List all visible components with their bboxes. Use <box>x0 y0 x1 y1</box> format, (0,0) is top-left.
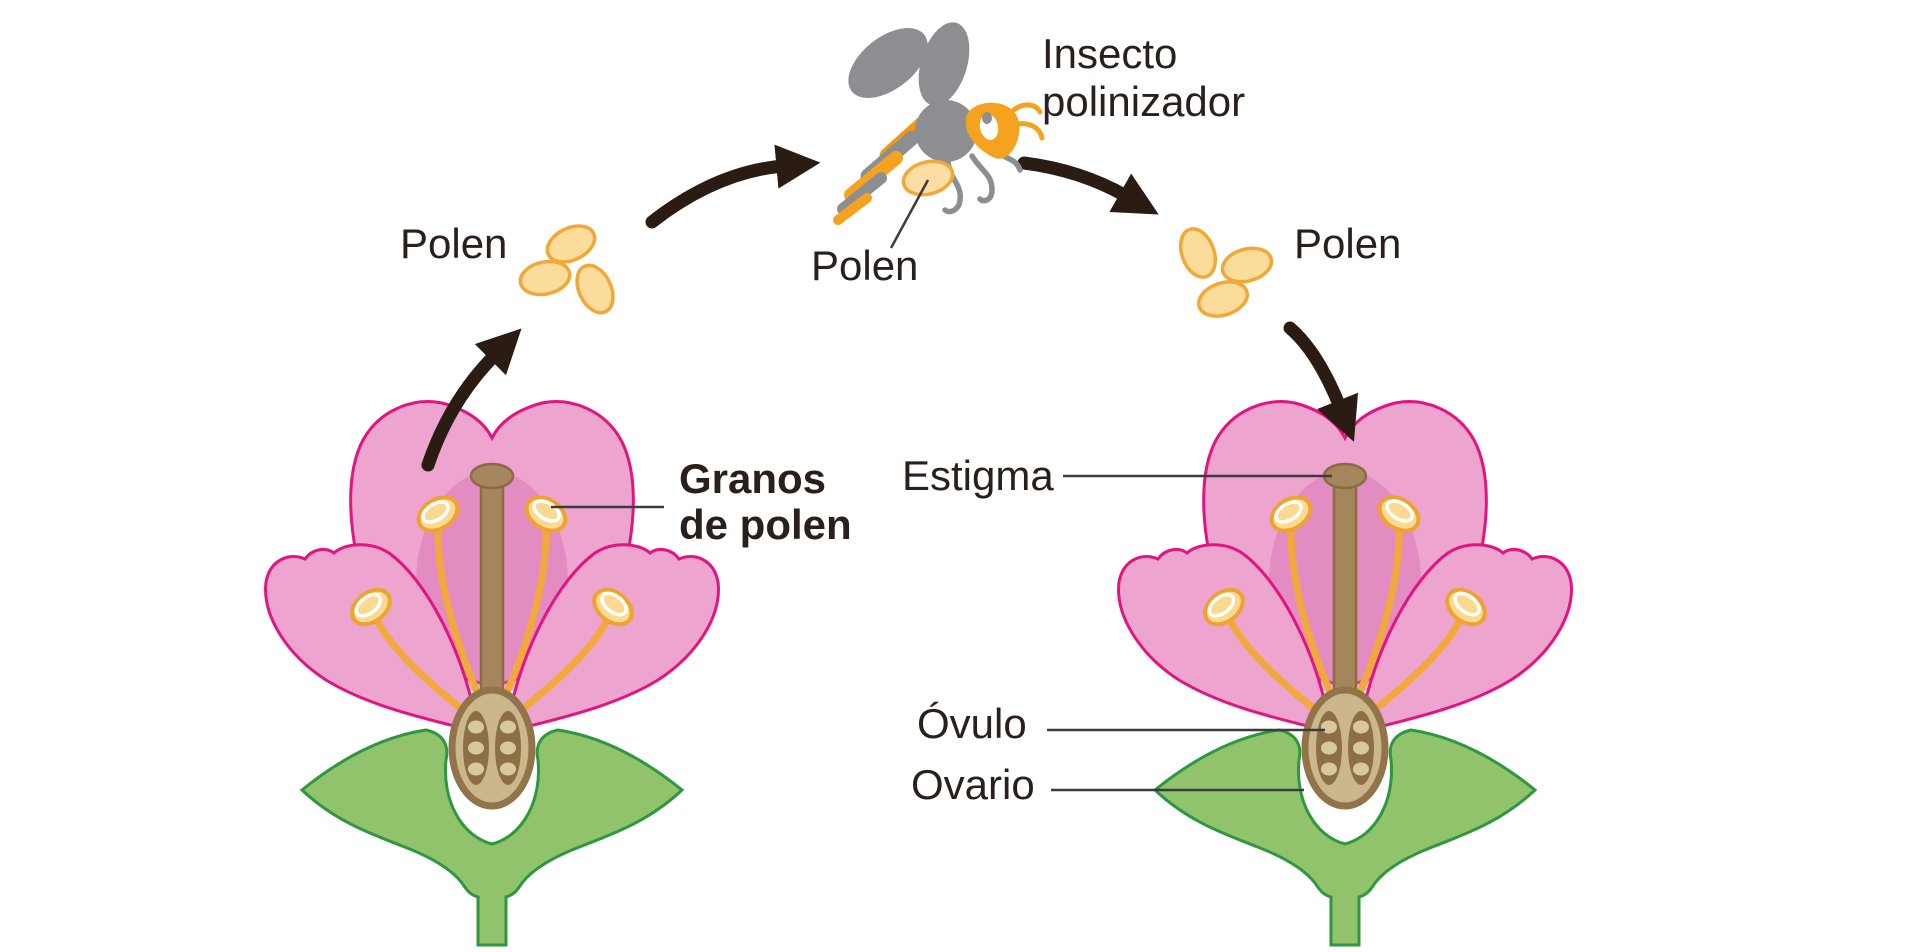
leader-pollen-on-bee <box>889 179 930 249</box>
label-pollen-right: Polen <box>1294 220 1402 267</box>
label-pollinator-insect: Insecto polinizador <box>1042 30 1246 125</box>
label-stigma: Estigma <box>902 452 1054 499</box>
bee-pollen-basket <box>901 159 955 197</box>
arrow-pollen-to-stigma <box>1283 321 1359 442</box>
flower-left-illustration <box>266 402 719 945</box>
label-ovule: Óvulo <box>917 700 1027 747</box>
bee-wing-right <box>918 22 970 106</box>
bee-thorax <box>915 100 977 162</box>
leader-lines <box>551 179 1332 792</box>
bee-eye-pupil <box>982 112 992 124</box>
label-pollen-grains: Granos de polen <box>679 455 852 548</box>
label-ovary: Ovario <box>911 761 1035 808</box>
bee-antennae <box>1011 102 1045 141</box>
arrow-pollen-to-bee <box>645 144 821 229</box>
arrow-bee-to-pollen <box>1017 156 1159 215</box>
pollen-grains-left <box>518 224 615 315</box>
arrow-flower-to-pollen <box>421 328 522 472</box>
label-pollen-left: Polen <box>400 220 508 267</box>
bee-wing-left <box>848 28 928 98</box>
label-pollen-center: Polen <box>811 242 919 289</box>
pollen-grains-right <box>1178 227 1274 318</box>
cycle-arrows <box>421 144 1359 472</box>
bee-illustration <box>833 22 1045 225</box>
flower-right-illustration <box>1119 402 1572 945</box>
